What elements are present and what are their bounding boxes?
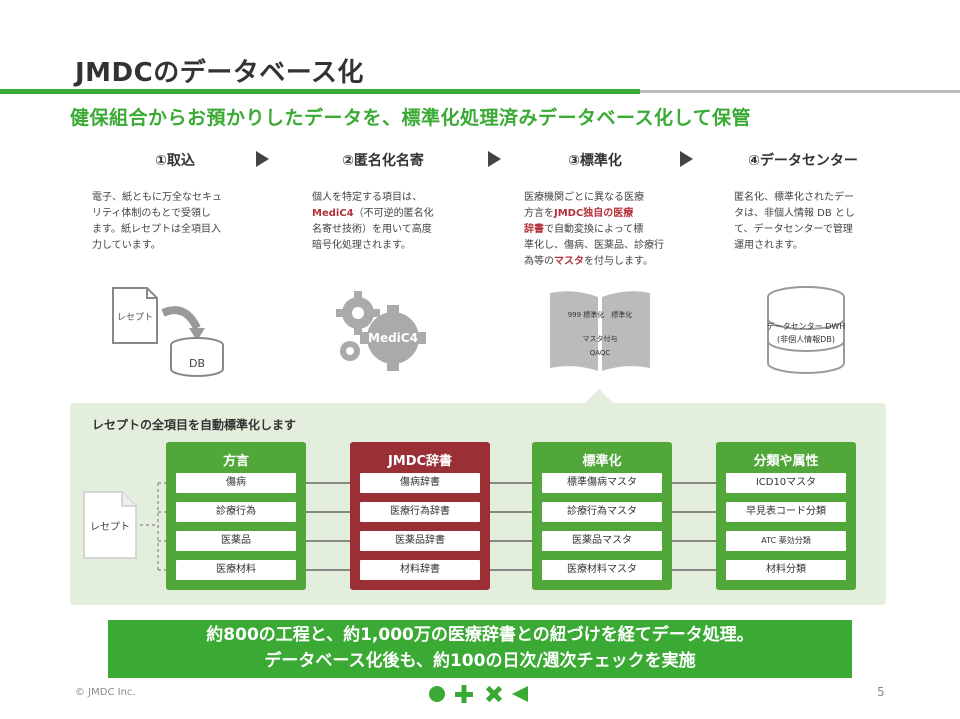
column-cell: ATC 薬効分類 xyxy=(726,531,846,551)
column-title: 分類や属性 xyxy=(753,454,819,469)
column-title: 標準化 xyxy=(582,454,622,469)
title-rule-gray xyxy=(640,90,960,93)
column-cell: 傷病辞書 xyxy=(360,473,480,493)
panel-receipt-label: レセプト xyxy=(90,521,130,533)
brand-logo-icon xyxy=(428,684,532,708)
column-standardized: 標準化 標準傷病マスタ 診療行為マスタ 医薬品マスタ 医療材料マスタ xyxy=(532,442,672,590)
copyright: © JMDC Inc. xyxy=(75,687,136,698)
column-cell: 医療材料マスタ xyxy=(542,560,662,580)
summary-line-2: データベース化後も、約100の日次/週次チェックを実施 xyxy=(264,651,696,671)
column-cell: 傷病 xyxy=(176,473,296,493)
panel-pointer xyxy=(585,389,613,403)
column-dialect: 方言 傷病 診療行為 医薬品 医療材料 xyxy=(166,442,306,590)
column-cell: 早見表コード分類 xyxy=(726,502,846,522)
page-title: JMDCのデータベース化 xyxy=(75,58,364,88)
dwh-label-line1: データセンター DWH xyxy=(767,321,846,331)
step-3-description: 医療機関ごとに異なる医療 方言をJMDC独自の医療 辞書で自動変換によって標 準… xyxy=(524,192,664,267)
column-cell: ICD10マスタ xyxy=(726,473,846,493)
gear-label: MediC4 xyxy=(368,331,418,345)
title-rule-green xyxy=(0,89,640,94)
receipt-document-icon: レセプト xyxy=(82,490,138,560)
panel-heading: レセプトの全項目を自動標準化します xyxy=(92,418,297,432)
book-label-line1: 999 標準化 標準化 xyxy=(568,310,633,319)
column-classification: 分類や属性 ICD10マスタ 早見表コード分類 ATC 薬効分類 材料分類 xyxy=(716,442,856,590)
column-cell: 医療材料 xyxy=(176,560,296,580)
column-cell: 医薬品 xyxy=(176,531,296,551)
step-2-title: ②匿名化名寄 xyxy=(342,153,424,169)
column-title: 方言 xyxy=(222,454,249,469)
column-cell: 医薬品マスタ xyxy=(542,531,662,551)
step-1-title: ①取込 xyxy=(155,153,195,169)
column-cell: 医療行為辞書 xyxy=(360,502,480,522)
book-label-line3: QAQC xyxy=(590,349,611,357)
step-arrow-icon xyxy=(256,151,269,167)
step-4-description: 匿名化、標準化されたデータは、非個人情報 DB として、データセンターで管理運用… xyxy=(734,192,855,251)
gear-icon: MediC4 xyxy=(318,283,458,378)
step-3-title: ③標準化 xyxy=(568,153,622,169)
column-cell: 標準傷病マスタ xyxy=(542,473,662,493)
page-subtitle: 健保組合からお預かりしたデータを、標準化処理済みデータベース化して保管 xyxy=(70,107,751,129)
db-label: DB xyxy=(189,357,205,370)
receipt-to-db-icon: レセプト DB xyxy=(105,283,245,378)
dictionary-book-icon: 999 標準化 標準化 マスタ付与 QAQC xyxy=(530,283,670,378)
column-jmdc-dictionary: JMDC辞書 傷病辞書 医療行為辞書 医薬品辞書 材料辞書 xyxy=(350,442,490,590)
column-cell: 材料辞書 xyxy=(360,560,480,580)
receipt-label: レセプト xyxy=(117,312,153,323)
step-arrow-icon xyxy=(680,151,693,167)
summary-line-1: 約800の工程と、約1,000万の医療辞書との紐づけを経てデータ処理。 xyxy=(206,625,754,645)
step-2-description: 個人を特定する項目は、 MediC4（不可逆的匿名化 名寄せ技術）を用いて高度暗… xyxy=(312,192,434,251)
step-1-description: 電子、紙ともに万全なセキュリティ体制のもとで受領します。紙レセプトは全項目入力し… xyxy=(92,192,222,251)
column-title: JMDC辞書 xyxy=(387,454,453,469)
column-cell: 診療行為 xyxy=(176,502,296,522)
column-cell: 材料分類 xyxy=(726,560,846,580)
column-cell: 診療行為マスタ xyxy=(542,502,662,522)
page-number: 5 xyxy=(877,685,885,699)
step-4-title: ④データセンター xyxy=(748,153,858,169)
summary-banner: 約800の工程と、約1,000万の医療辞書との紐づけを経てデータ処理。 データベ… xyxy=(108,620,852,678)
column-cell: 医薬品辞書 xyxy=(360,531,480,551)
book-label-line2: マスタ付与 xyxy=(583,334,618,343)
step-arrow-icon xyxy=(488,151,501,167)
database-dwh-icon: データセンター DWH (非個人情報DB) xyxy=(736,283,876,378)
dwh-label-line2: (非個人情報DB) xyxy=(777,334,835,344)
